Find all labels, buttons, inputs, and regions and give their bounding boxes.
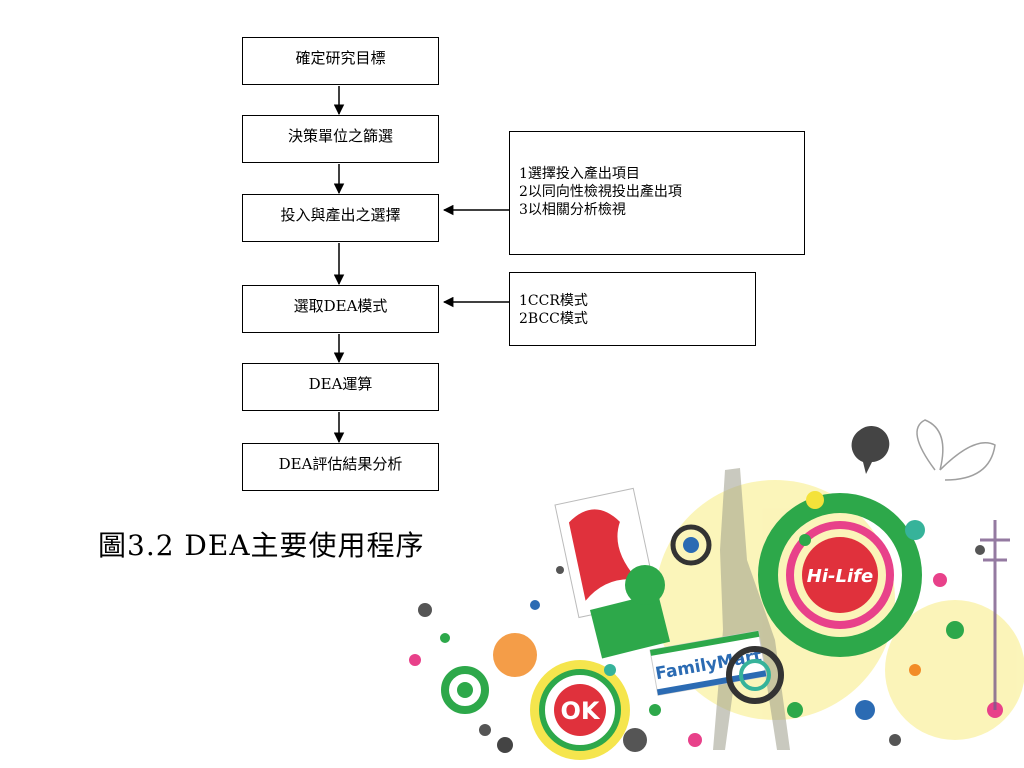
note-line: 1CCR模式 — [519, 293, 588, 309]
note-line: 1選擇投入產出項目 — [519, 166, 640, 182]
step-define-goal: 確定研究目標 — [242, 37, 439, 85]
step-dea-analysis: DEA評估結果分析 — [242, 443, 439, 491]
decorative-collage: Hi-Life FamilyMart OK — [409, 419, 1024, 760]
note-line: 3以相關分析檢視 — [519, 202, 626, 218]
note-line: 2以同向性檢視投出產出項 — [519, 184, 682, 200]
ok-logo-icon — [554, 684, 606, 736]
hilife-logo-icon — [802, 537, 878, 613]
step-screen-dmu: 決策單位之篩選 — [242, 115, 439, 163]
note-model-options: 1CCR模式 2BCC模式 — [509, 272, 756, 346]
hilife-logo-text: Hi-Life — [807, 566, 873, 587]
step-choose-model: 選取DEA模式 — [242, 285, 439, 333]
note-io-selection: 1選擇投入產出項目 2以同向性檢視投出產出項 3以相關分析檢視 — [509, 131, 805, 255]
figure-caption: 圖3.2 DEA主要使用程序 — [98, 529, 425, 562]
step-select-io: 投入與產出之選擇 — [242, 194, 439, 242]
ok-logo-text: OK — [561, 697, 601, 725]
note-line: 2BCC模式 — [519, 311, 588, 327]
step-dea-compute: DEA運算 — [242, 363, 439, 411]
